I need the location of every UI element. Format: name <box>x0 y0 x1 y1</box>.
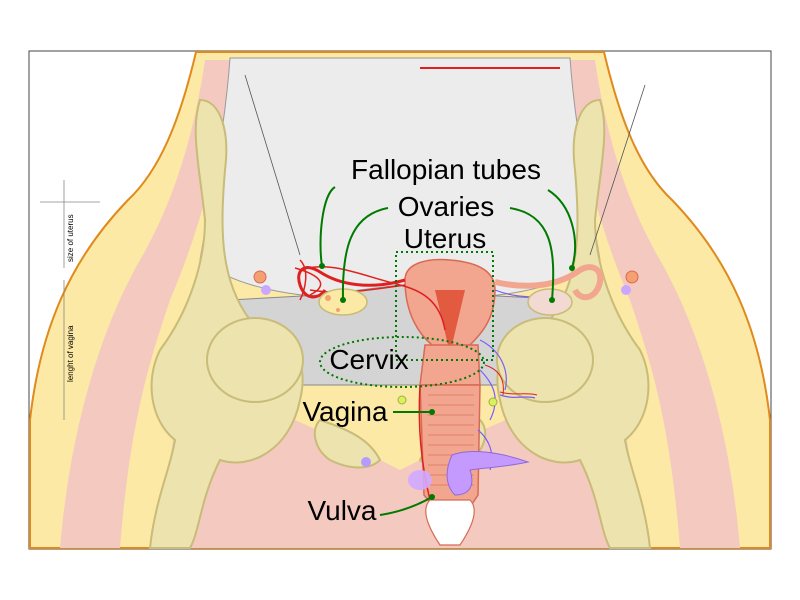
left-vessel-dot <box>261 285 271 295</box>
right-femoral-head <box>496 317 594 403</box>
left-suspensory-line <box>244 74 301 256</box>
label-fallopian-tubes: Fallopian tubes <box>351 154 541 185</box>
length-of-vagina-label: lenght of vagina <box>66 325 75 382</box>
right-lymph-node <box>625 270 639 284</box>
leader-fallopian-right <box>547 189 576 269</box>
urethral-opening <box>408 470 432 490</box>
cervix-region-outline <box>319 336 485 388</box>
left-hip-bone <box>148 98 304 549</box>
leader-ovaries-right <box>509 207 555 301</box>
left-urethra-dot <box>361 457 371 467</box>
muscle-left <box>60 60 230 548</box>
uterine-cavity <box>435 290 465 345</box>
right-ligament-node <box>488 397 498 407</box>
right-fallopian-tube <box>494 264 604 301</box>
leader-lines <box>319 186 576 516</box>
right-vessel-dot <box>621 285 631 295</box>
left-femoral-head <box>206 317 304 403</box>
left-pubic-bone <box>313 418 382 469</box>
bladder <box>446 450 530 496</box>
label-vagina: Vagina <box>302 396 388 427</box>
left-ovary-follicle <box>325 295 331 301</box>
label-ovaries: Ovaries <box>398 191 494 222</box>
label-uterus: Uterus <box>404 223 486 254</box>
leader-dots <box>319 263 575 500</box>
cervix <box>419 344 481 386</box>
side-scale <box>40 180 100 420</box>
vagina <box>419 384 481 511</box>
vulva <box>425 499 475 546</box>
right-suspensory-line <box>589 84 646 256</box>
size-of-uterus-label: size of uterus <box>66 214 75 262</box>
muscle-right <box>570 60 740 548</box>
left-fallopian-tube <box>297 266 406 299</box>
leader-ovaries-left <box>341 207 389 301</box>
label-cervix: Cervix <box>329 344 408 375</box>
uterus-region-outline <box>395 251 494 361</box>
left-ovary-follicle <box>336 308 340 312</box>
left-ligament-node <box>397 395 407 405</box>
label-vulva: Vulva <box>307 495 376 526</box>
leader-fallopian-left <box>319 186 336 267</box>
left-lymph-node <box>253 270 267 284</box>
leader-vulva <box>379 496 433 516</box>
uterine-veins-red <box>484 364 538 396</box>
